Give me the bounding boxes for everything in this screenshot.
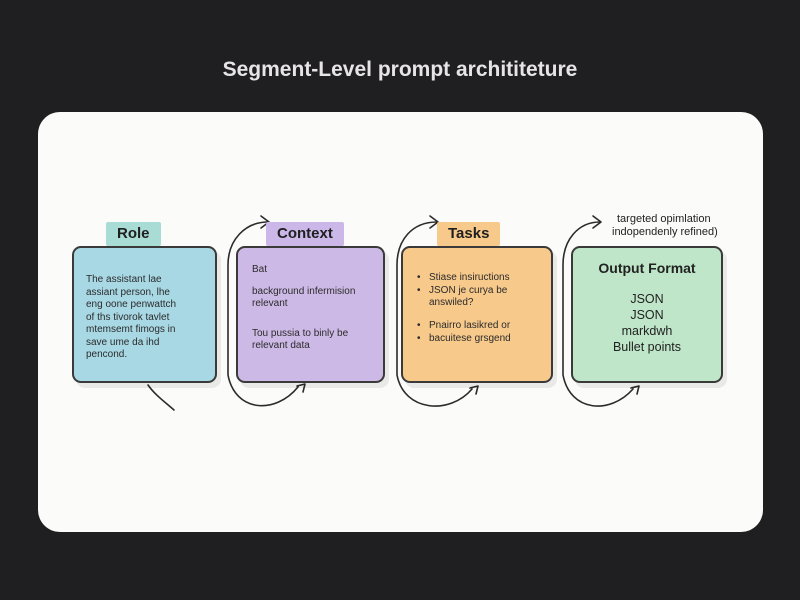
context-line: Bat — [252, 264, 268, 275]
context-tag: Context — [266, 222, 344, 246]
note-line: indopendenly refined) — [612, 226, 718, 238]
task-item: •Pnairro lasikred or — [417, 320, 511, 331]
task-text: answiled? — [429, 297, 474, 308]
context-line: relevant data — [252, 340, 310, 351]
output-lower-head — [630, 385, 640, 395]
role-tail-arrow — [147, 384, 175, 411]
task-text: Pnairro lasikred or — [429, 320, 511, 331]
context-lower-head — [296, 383, 306, 393]
task-text: JSON je curya be — [429, 285, 508, 296]
role-line: of ths tivorok tavlet — [86, 311, 170, 323]
role-line: mtemsemt fimogs in — [86, 324, 176, 335]
context-line: relevant — [252, 298, 288, 309]
context-loop-arrow — [227, 221, 299, 407]
output-item: Bullet points — [612, 340, 682, 354]
tasks-tag: Tasks — [437, 222, 501, 246]
output-arrowhead — [592, 215, 602, 229]
output-loop-arrow — [562, 221, 634, 407]
task-text: Stiase insiructions — [429, 272, 510, 283]
tasks-loop-arrow — [396, 221, 473, 407]
role-line: assiant person, lhe — [86, 286, 170, 298]
output-box: Output Format JSON JSON markdwh Bullet p… — [571, 246, 723, 383]
tasks-box: •Stiase insiructions •JSON je curya be a… — [401, 246, 553, 383]
role-line: save ume da ihd — [86, 336, 160, 348]
task-item: •bacuitese grsgend — [417, 333, 511, 344]
tasks-lower-head — [469, 385, 479, 395]
output-item: JSON — [630, 292, 664, 306]
output-item: JSON — [630, 308, 664, 322]
context-line: Tou pussia to binly be — [252, 328, 349, 339]
role-box: The assistant lae assiant person, lhe en… — [72, 246, 217, 383]
role-line: pencond. — [86, 349, 128, 360]
output-item: markdwh — [621, 324, 673, 338]
task-item: •Stiase insiructions — [417, 272, 510, 283]
page-title: Segment-Level prompt archititeture — [222, 58, 578, 81]
role-text: The assistant lae assiant person, lhe en… — [86, 274, 211, 362]
task-item: answiled? — [417, 297, 473, 310]
note-line: targeted opimlation — [617, 213, 711, 225]
output-heading: Output Format — [598, 260, 696, 276]
role-line: eng oone penwattch — [86, 299, 177, 310]
task-item: •JSON je curya be — [417, 285, 508, 296]
task-text: bacuitese grsgend — [429, 333, 511, 344]
context-box: Bat background infermision relevant Tou … — [236, 246, 385, 383]
context-line: background infermision — [252, 286, 356, 297]
role-tag: Role — [106, 222, 161, 246]
role-line: The assistant lae — [86, 274, 162, 285]
